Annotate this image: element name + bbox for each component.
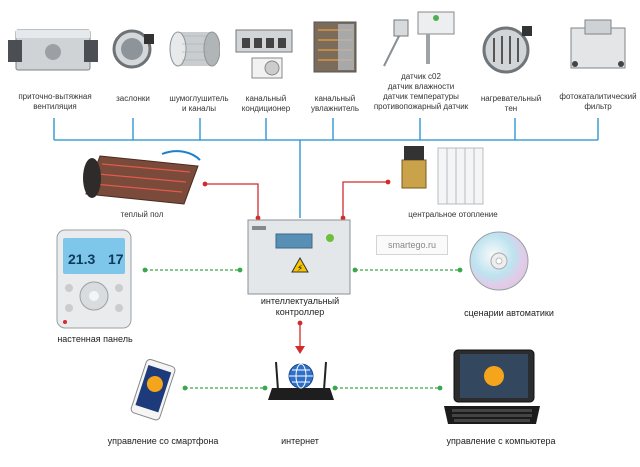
label-ventilation: приточно-вытяжная вентиляция xyxy=(18,92,92,111)
automation-disc-icon xyxy=(469,231,529,291)
sensors-icon xyxy=(383,11,455,67)
panel-display-setpoint: 17 xyxy=(108,251,124,267)
filter-icon xyxy=(570,19,626,69)
label-central-heating: центральное отопление xyxy=(408,210,498,219)
label-smartphone: управление со смартфона xyxy=(107,436,219,446)
label-heater: нагревательный тен xyxy=(480,94,542,113)
label-photocatalytic-filter: фотокаталитический фильтр xyxy=(559,92,637,111)
label-floor-heating: теплый пол xyxy=(120,210,164,219)
label-duct-ac: канальный кондиционер xyxy=(241,94,291,113)
watermark: smartego.ru xyxy=(376,235,448,255)
label-controller: интеллектуальный контроллер xyxy=(260,296,340,317)
silencer-icon xyxy=(169,31,220,67)
label-internet: интернет xyxy=(281,436,319,446)
label-automation: сценарии автоматики xyxy=(464,308,554,318)
central-heating-icon xyxy=(401,146,484,205)
duct-ac-icon xyxy=(235,29,293,79)
green-links xyxy=(145,269,460,389)
label-computer: управление с компьютера xyxy=(446,436,556,446)
red-links xyxy=(205,181,388,350)
controller-box: ⚡ xyxy=(247,219,351,295)
panel-display-temp: 21.3 xyxy=(68,251,96,267)
wall-panel-icon xyxy=(56,229,132,329)
floor-heating-icon xyxy=(83,150,201,205)
ventilation-unit-icon xyxy=(8,29,98,71)
heater-icon xyxy=(482,26,532,74)
label-wall-panel: настенная панель xyxy=(57,334,133,344)
label-duct-humidifier: канальный увлажнитель xyxy=(310,94,359,113)
label-dampers: заслонки xyxy=(116,94,150,103)
humidifier-icon xyxy=(313,21,357,73)
label-sensors: датчик с02 датчик влажности датчик темпе… xyxy=(373,72,469,111)
label-silencer: шумоглушитель и каналы xyxy=(169,94,229,113)
damper-icon xyxy=(112,29,154,69)
bus-lines xyxy=(53,118,599,218)
tablet-keyboard-icon xyxy=(444,349,540,424)
router-icon xyxy=(268,361,334,400)
svg-text:⚡: ⚡ xyxy=(297,264,303,274)
smartphone-icon xyxy=(130,358,176,421)
